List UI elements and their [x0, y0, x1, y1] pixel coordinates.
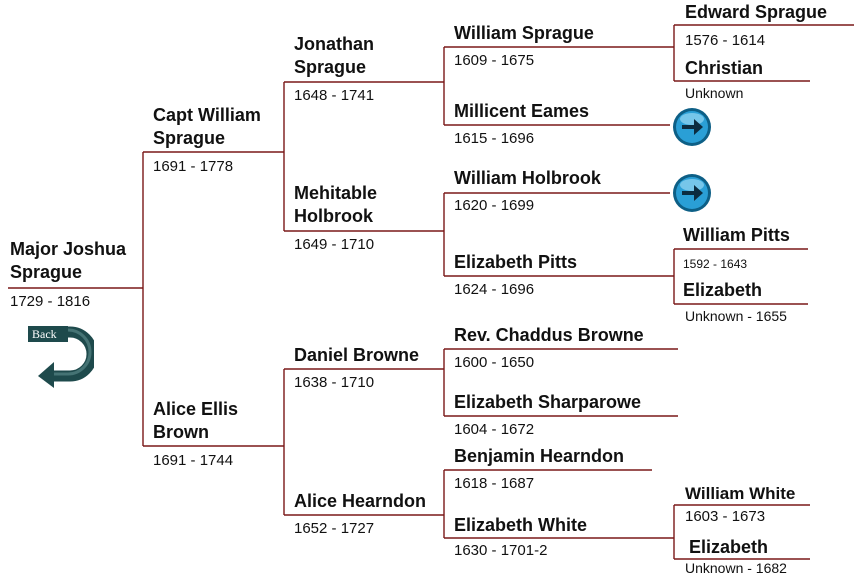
person-name[interactable]: Alice Hearndon: [294, 491, 427, 511]
person-dates: 1609 - 1675: [454, 52, 535, 69]
person-dates: 1630 - 1701-2: [454, 542, 548, 559]
person-dates: 1604 - 1672: [454, 421, 535, 438]
person-name[interactable]: Mehitable Holbrook: [294, 183, 378, 226]
person-dates: 1603 - 1673: [685, 508, 766, 525]
person-name[interactable]: Elizabeth: [689, 537, 769, 557]
person-dates: 1624 - 1696: [454, 281, 535, 298]
back-label: Back: [32, 327, 57, 341]
person-dates: Unknown: [685, 85, 744, 101]
person-dates: 1649 - 1710: [294, 236, 375, 253]
person-name[interactable]: Elizabeth White: [454, 515, 588, 535]
person-dates: Unknown - 1682: [685, 560, 787, 576]
arrow-right-icon[interactable]: [671, 106, 713, 148]
person-dates: 1638 - 1710: [294, 374, 375, 391]
person-name[interactable]: Elizabeth Pitts: [454, 252, 578, 272]
person-name[interactable]: William Pitts: [683, 225, 790, 245]
arrow-right-icon[interactable]: [671, 172, 713, 214]
person-name[interactable]: Jonathan Sprague: [294, 34, 375, 77]
person-dates: 1576 - 1614: [685, 32, 766, 49]
person-dates: 1600 - 1650: [454, 354, 535, 371]
person-name[interactable]: Benjamin Hearndon: [454, 446, 625, 466]
person-name[interactable]: Elizabeth Sharparowe: [454, 392, 642, 412]
person-dates: 1652 - 1727: [294, 520, 375, 537]
person-dates: 1618 - 1687: [454, 475, 535, 492]
person-name[interactable]: Elizabeth: [683, 280, 763, 300]
person-name[interactable]: Rev. Chaddus Browne: [454, 325, 644, 345]
person-name[interactable]: Millicent Eames: [454, 101, 590, 121]
person-name[interactable]: Capt William Sprague: [153, 105, 261, 148]
person-dates: 1691 - 1778: [153, 158, 234, 175]
person-dates: 1592 - 1643: [683, 257, 748, 271]
person-name[interactable]: Major Joshua Sprague: [10, 239, 127, 282]
person-name[interactable]: Christian: [685, 58, 764, 78]
person-dates: 1648 - 1741: [294, 87, 375, 104]
person-dates: Unknown - 1655: [685, 308, 787, 324]
person-dates: 1691 - 1744: [153, 452, 234, 469]
person-dates: 1615 - 1696: [454, 130, 535, 147]
person-name[interactable]: William White: [685, 484, 796, 503]
back-button[interactable]: Back: [26, 326, 94, 388]
person-name[interactable]: Edward Sprague: [685, 2, 828, 22]
person-name[interactable]: Alice Ellis Brown: [153, 399, 239, 442]
person-name[interactable]: William Sprague: [454, 23, 594, 43]
person-name[interactable]: William Holbrook: [454, 168, 601, 188]
person-dates: 1620 - 1699: [454, 197, 535, 214]
person-dates: 1729 - 1816: [10, 293, 91, 310]
person-name[interactable]: Daniel Browne: [294, 345, 420, 365]
